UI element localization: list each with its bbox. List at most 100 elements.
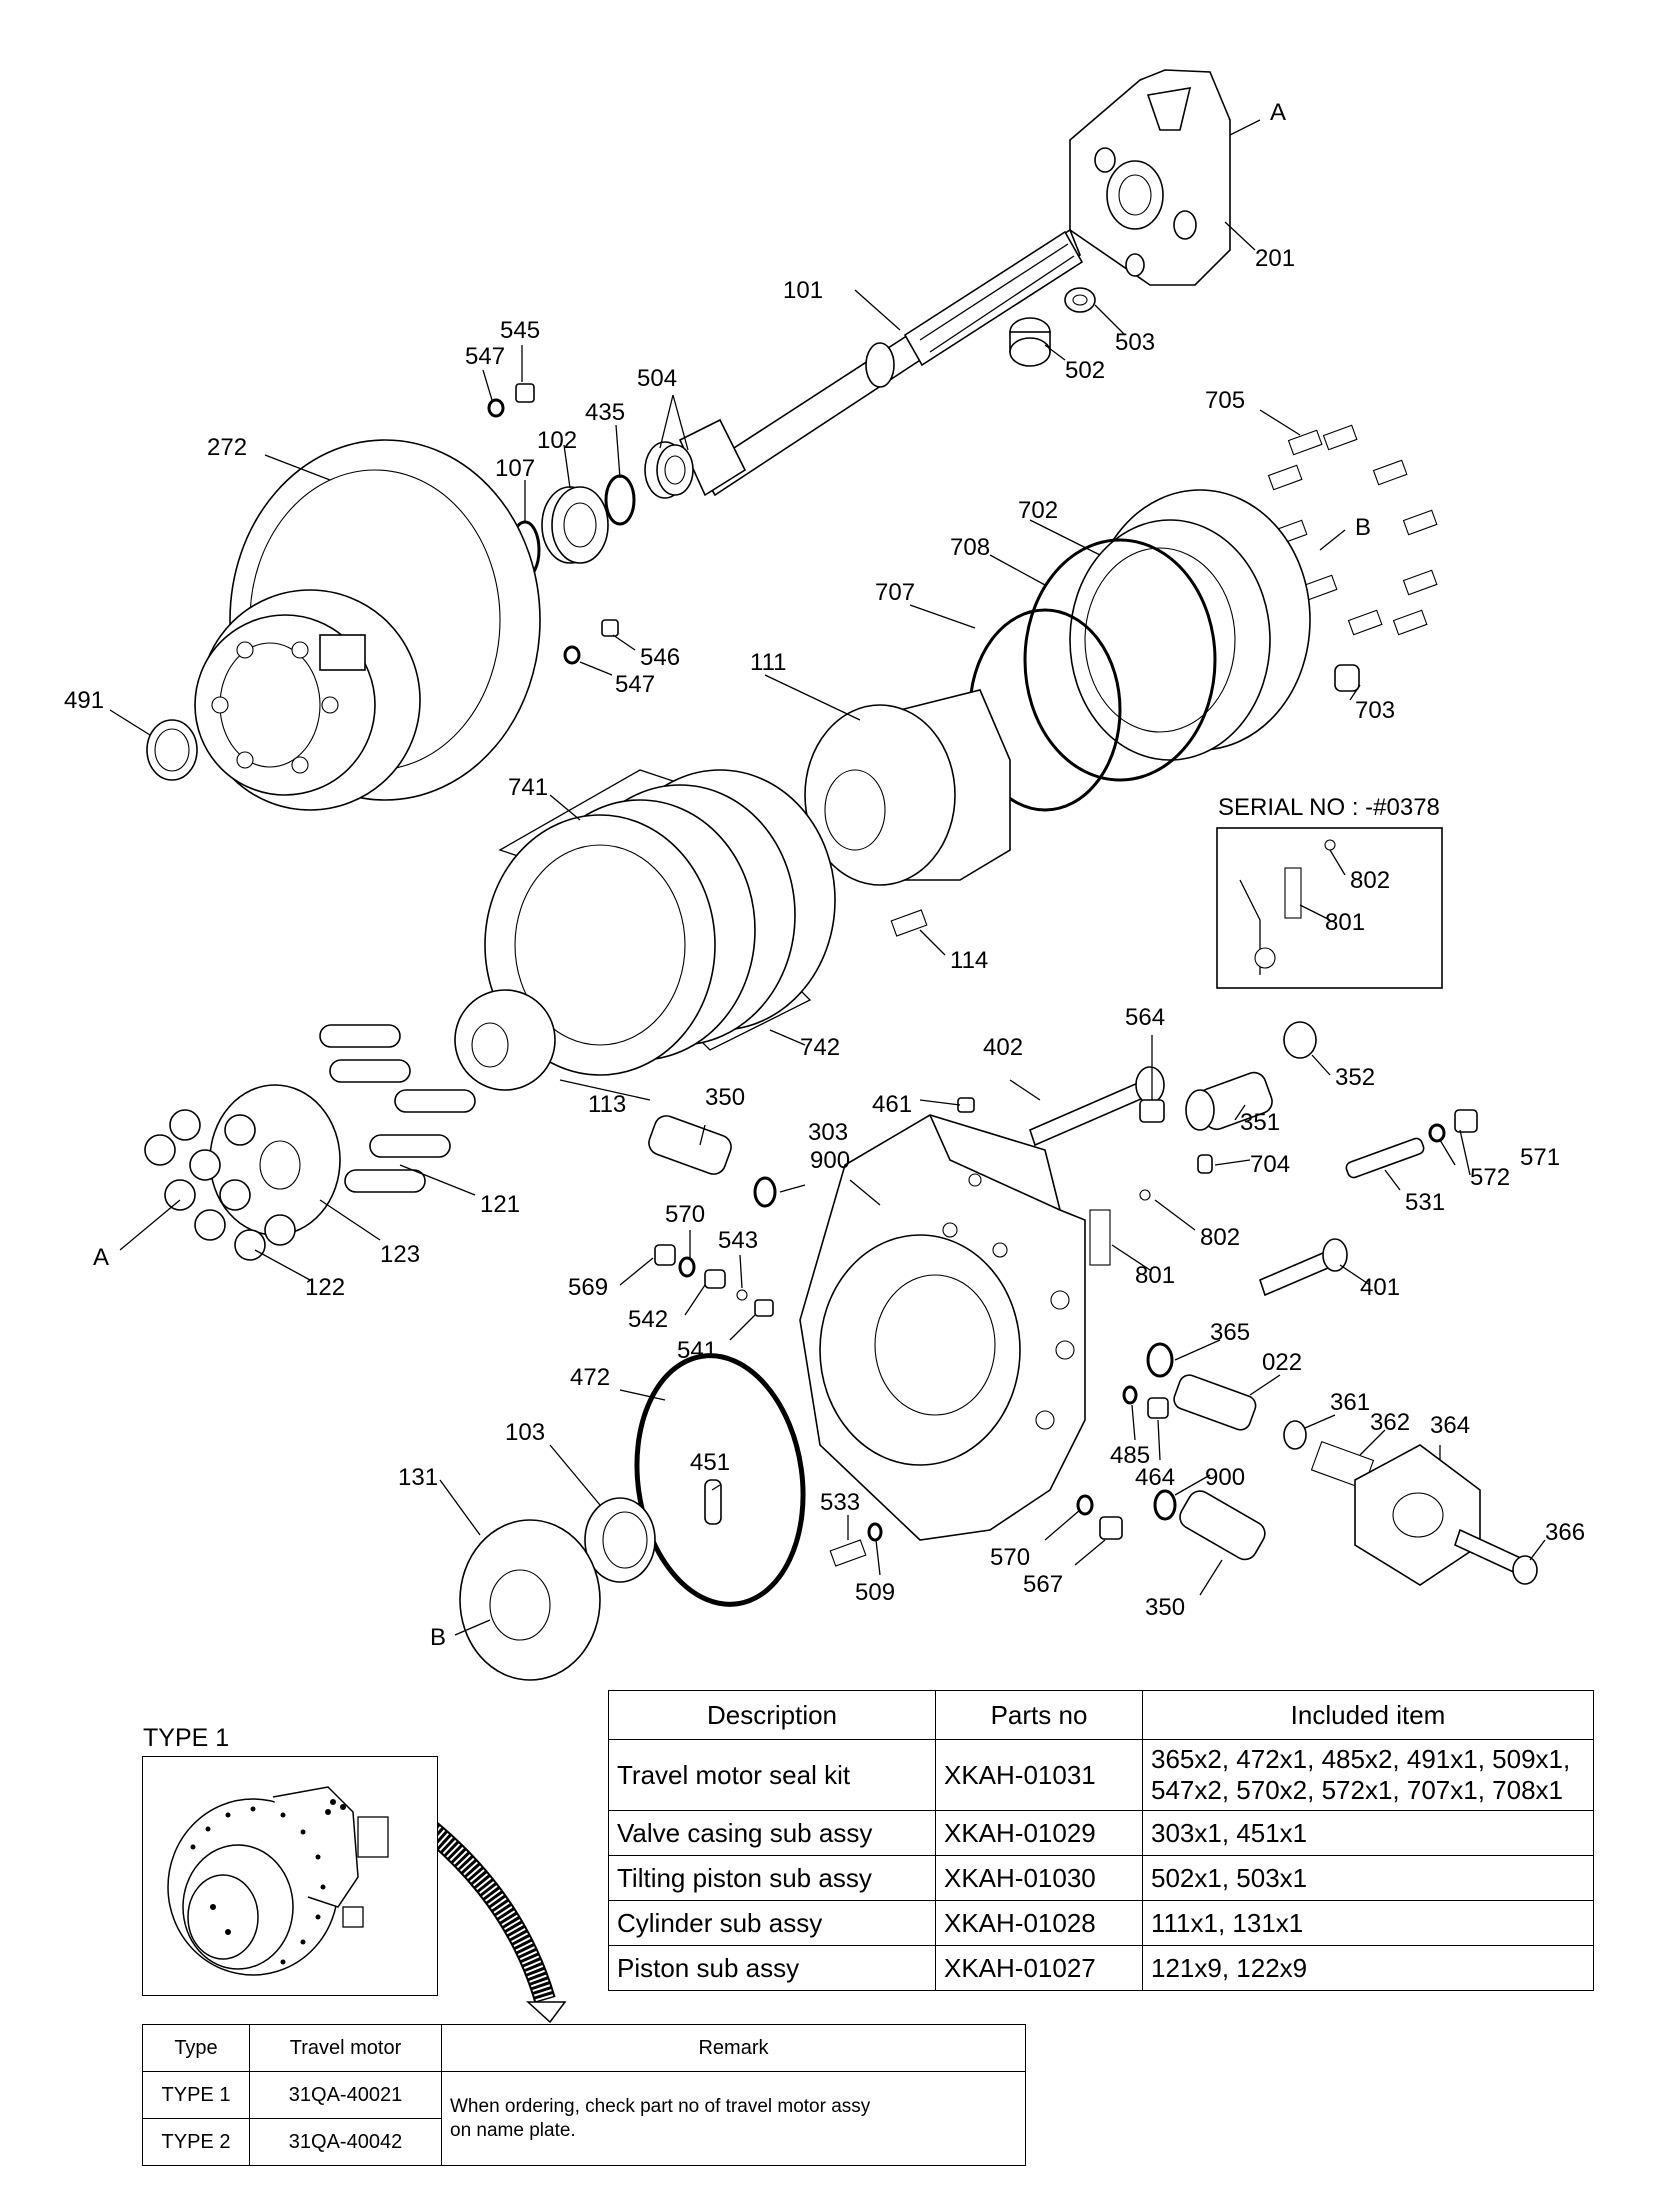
part-351-relief-valve (1185, 1071, 1273, 1131)
part-570-o-ring-upper (678, 1256, 696, 1278)
part-900-o-ring-upper (753, 1176, 777, 1208)
included-line: 365x2, 472x1, 485x2, 491x1, 509x1, (1151, 1744, 1571, 1774)
header-remark: Remark (441, 2024, 1026, 2072)
callout-569: 569 (568, 1274, 608, 1301)
part-570-o-ring-lower (1076, 1494, 1094, 1516)
callout-504: 504 (637, 365, 677, 392)
part-201-swash-plate (1069, 69, 1231, 286)
callout-352: 352 (1335, 1064, 1375, 1091)
callout-366: 366 (1545, 1519, 1585, 1546)
callout-742: 742 (800, 1034, 840, 1061)
part-402-bolt (1029, 1066, 1165, 1147)
part-708-o-ring (1023, 538, 1217, 782)
part-509-o-ring (867, 1522, 883, 1542)
callout-114: 114 (950, 947, 988, 974)
part-451-pin (704, 1479, 722, 1525)
row-description: Tilting piston sub assy (608, 1855, 936, 1901)
callout-502: 502 (1065, 357, 1105, 384)
header-description: Description (608, 1690, 936, 1740)
part-541-seat (754, 1299, 774, 1317)
part-365-o-ring (1146, 1342, 1174, 1378)
row-parts-no: XKAH-01027 (935, 1945, 1143, 1991)
callout-541: 541 (677, 1337, 717, 1364)
callout-B-top: B (1355, 514, 1371, 541)
part-741-742-friction-plates (484, 769, 836, 1076)
callout-362: 362 (1370, 1409, 1410, 1436)
part-502-tilting-piston (1009, 317, 1051, 367)
part-491-seal (146, 719, 198, 781)
part-364-cover (1354, 1444, 1481, 1586)
part-900-o-ring-lower (1153, 1489, 1177, 1521)
callout-503: 503 (1115, 329, 1155, 356)
table-row: Travel motor seal kit XKAH-01031 365x2, … (608, 1739, 1594, 1811)
parts-table: Description Parts no Included item Trave… (608, 1690, 1594, 1991)
callout-107: 107 (495, 455, 535, 482)
callout-435: 435 (585, 399, 625, 426)
part-564-plug (1139, 1099, 1165, 1123)
row-parts-no: XKAH-01029 (935, 1810, 1143, 1856)
row-motor: 31QA-40021 (249, 2071, 442, 2119)
callout-708: 708 (950, 534, 990, 561)
callout-022: 022 (1262, 1349, 1302, 1376)
part-703-pin (1334, 664, 1360, 692)
callout-572: 572 (1470, 1164, 1510, 1191)
callout-802-inset: 802 (1350, 867, 1390, 894)
callout-543: 543 (718, 1227, 758, 1254)
part-435-snap-ring (604, 474, 636, 526)
callout-A-top: A (1270, 99, 1286, 126)
remark-line: on name plate. (450, 2119, 576, 2141)
part-542-plug (704, 1269, 726, 1289)
parts-table-header-row: Description Parts no Included item (608, 1690, 1594, 1740)
part-503-tilting-pin (1064, 287, 1096, 313)
header-parts-no: Parts no (935, 1690, 1143, 1740)
row-included-item: 502x1, 503x1 (1142, 1855, 1594, 1901)
callout-103: 103 (505, 1419, 545, 1446)
callout-101: 101 (783, 277, 823, 304)
part-531-spool (1345, 1137, 1425, 1179)
part-547-o-ring (487, 398, 505, 418)
callout-B-left: B (430, 1624, 446, 1651)
callout-801-inset: 801 (1325, 909, 1365, 936)
row-description: Cylinder sub assy (608, 1900, 936, 1946)
part-567-plug (1099, 1516, 1123, 1540)
callout-900-lower: 900 (1205, 1464, 1245, 1491)
included-line: 547x2, 570x2, 572x1, 707x1, 708x1 (1151, 1775, 1563, 1805)
callout-361: 361 (1330, 1389, 1370, 1416)
callout-547-lower: 547 (615, 671, 655, 698)
row-included-item: 111x1, 131x1 (1142, 1900, 1594, 1946)
callout-801: 801 (1135, 1262, 1175, 1289)
callout-564: 564 (1125, 1004, 1165, 1031)
callout-451: 451 (690, 1449, 730, 1476)
part-704-pin (1197, 1154, 1213, 1174)
part-272-housing (194, 439, 541, 811)
callout-351: 351 (1240, 1109, 1280, 1136)
leader-lines (109, 119, 1546, 1636)
part-401-bolt (1259, 1238, 1348, 1297)
callout-703: 703 (1355, 697, 1395, 724)
part-303-valve-casing (799, 1114, 1086, 1541)
part-121-123-pistons (144, 1024, 476, 1261)
callout-491: 491 (64, 687, 104, 714)
callout-113: 113 (588, 1091, 626, 1118)
callout-464: 464 (1135, 1464, 1175, 1491)
part-464-plug (1147, 1397, 1169, 1419)
callout-707: 707 (875, 579, 915, 606)
part-361-seat (1283, 1420, 1307, 1450)
callout-111: 111 (750, 649, 786, 676)
part-485-o-ring (1122, 1385, 1138, 1405)
callout-461: 461 (872, 1091, 912, 1118)
callout-802: 802 (1200, 1224, 1240, 1251)
callout-533: 533 (820, 1489, 860, 1516)
callout-122: 122 (305, 1274, 345, 1301)
callout-365: 365 (1210, 1319, 1250, 1346)
table-row: Piston sub assy XKAH-01027 121x9, 122x9 (608, 1945, 1594, 1991)
serial-number-label: SERIAL NO : -#0378 (1218, 794, 1440, 821)
row-description: Piston sub assy (608, 1945, 936, 1991)
callout-350-lower: 350 (1145, 1594, 1185, 1621)
callout-546: 546 (640, 644, 680, 671)
header-travel-motor: Travel motor (249, 2024, 442, 2072)
callout-121: 121 (480, 1191, 520, 1218)
part-131-valve-plate (459, 1519, 601, 1681)
part-350-valve-upper (648, 1115, 732, 1175)
callout-741: 741 (508, 774, 548, 801)
